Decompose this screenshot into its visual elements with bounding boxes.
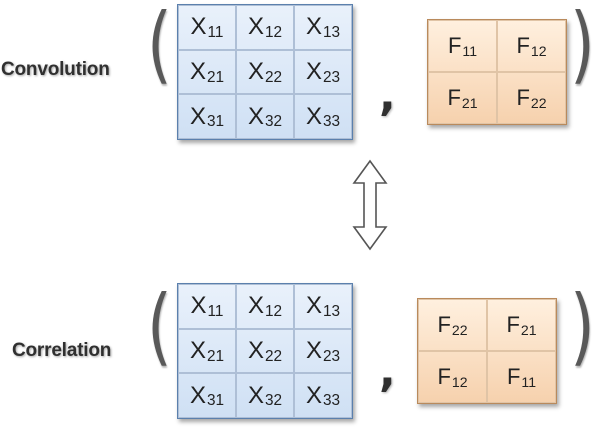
cell-symbol: X <box>305 336 322 364</box>
cell-subscript: 32 <box>264 392 283 410</box>
cell-symbol: X <box>305 57 322 85</box>
cell-symbol: X <box>190 13 207 41</box>
cell-symbol: X <box>247 13 264 41</box>
cell-subscript: 22 <box>530 95 547 112</box>
cell-subscript: 11 <box>462 43 478 60</box>
double-headed-vertical-arrow-icon <box>352 159 388 251</box>
cell-subscript: 21 <box>206 68 225 86</box>
cell-subscript: 31 <box>206 392 225 410</box>
cell-subscript: 11 <box>521 374 537 391</box>
correlation-label: Correlation <box>12 340 112 361</box>
cell-symbol: F <box>437 312 451 337</box>
cell-subscript: 22 <box>264 68 283 86</box>
cell-symbol: F <box>516 85 530 110</box>
cell-symbol: X <box>190 292 207 320</box>
cell-subscript: 12 <box>451 374 468 391</box>
cell-subscript: 22 <box>264 347 283 365</box>
cell-symbol: F <box>437 364 451 389</box>
cell-symbol: F <box>516 33 530 58</box>
cell-subscript: 21 <box>461 95 478 112</box>
cell-subscript: 13 <box>322 303 341 321</box>
cell-symbol: X <box>305 381 322 409</box>
cell-symbol: X <box>247 336 264 364</box>
cell-symbol: X <box>247 292 264 320</box>
cell-subscript: 11 <box>207 24 224 42</box>
cell-subscript: 13 <box>322 24 341 42</box>
cell-subscript: 33 <box>322 392 341 410</box>
cell-symbol: F <box>447 33 462 58</box>
cell-symbol: X <box>189 102 206 130</box>
cell-subscript: 12 <box>530 43 547 60</box>
bottom-close-paren: ) <box>570 277 595 375</box>
cell-subscript: 12 <box>264 24 283 42</box>
cell-subscript: 23 <box>322 68 341 86</box>
cell-symbol: F <box>506 312 520 337</box>
cell-subscript: 12 <box>264 303 283 321</box>
cell-subscript: 21 <box>206 347 225 365</box>
cell-symbol: X <box>247 102 264 130</box>
cell-subscript: 22 <box>451 322 468 339</box>
top-comma: , <box>379 70 396 121</box>
cell-symbol: X <box>189 336 206 364</box>
cell-symbol: F <box>506 364 521 389</box>
cell-subscript: 33 <box>322 113 341 131</box>
cell-subscript: 32 <box>264 113 283 131</box>
top-close-paren: ) <box>570 0 595 93</box>
cell-symbol: X <box>305 13 322 41</box>
cell-symbol: X <box>305 102 322 130</box>
bottom-comma: , <box>379 346 396 397</box>
cell-symbol: X <box>247 57 264 85</box>
cell-symbol: X <box>189 381 206 409</box>
cell-subscript: 23 <box>322 347 341 365</box>
bottom-open-paren: ( <box>147 277 172 375</box>
top-open-paren: ( <box>147 0 172 93</box>
cell-symbol: X <box>189 57 206 85</box>
cell-symbol: F <box>447 85 461 110</box>
cell-symbol: X <box>247 381 264 409</box>
cell-symbol: X <box>305 292 322 320</box>
cell-subscript: 11 <box>207 303 224 321</box>
cell-subscript: 21 <box>520 322 537 339</box>
cell-subscript: 31 <box>206 113 225 131</box>
convolution-label: Convolution <box>1 59 110 80</box>
